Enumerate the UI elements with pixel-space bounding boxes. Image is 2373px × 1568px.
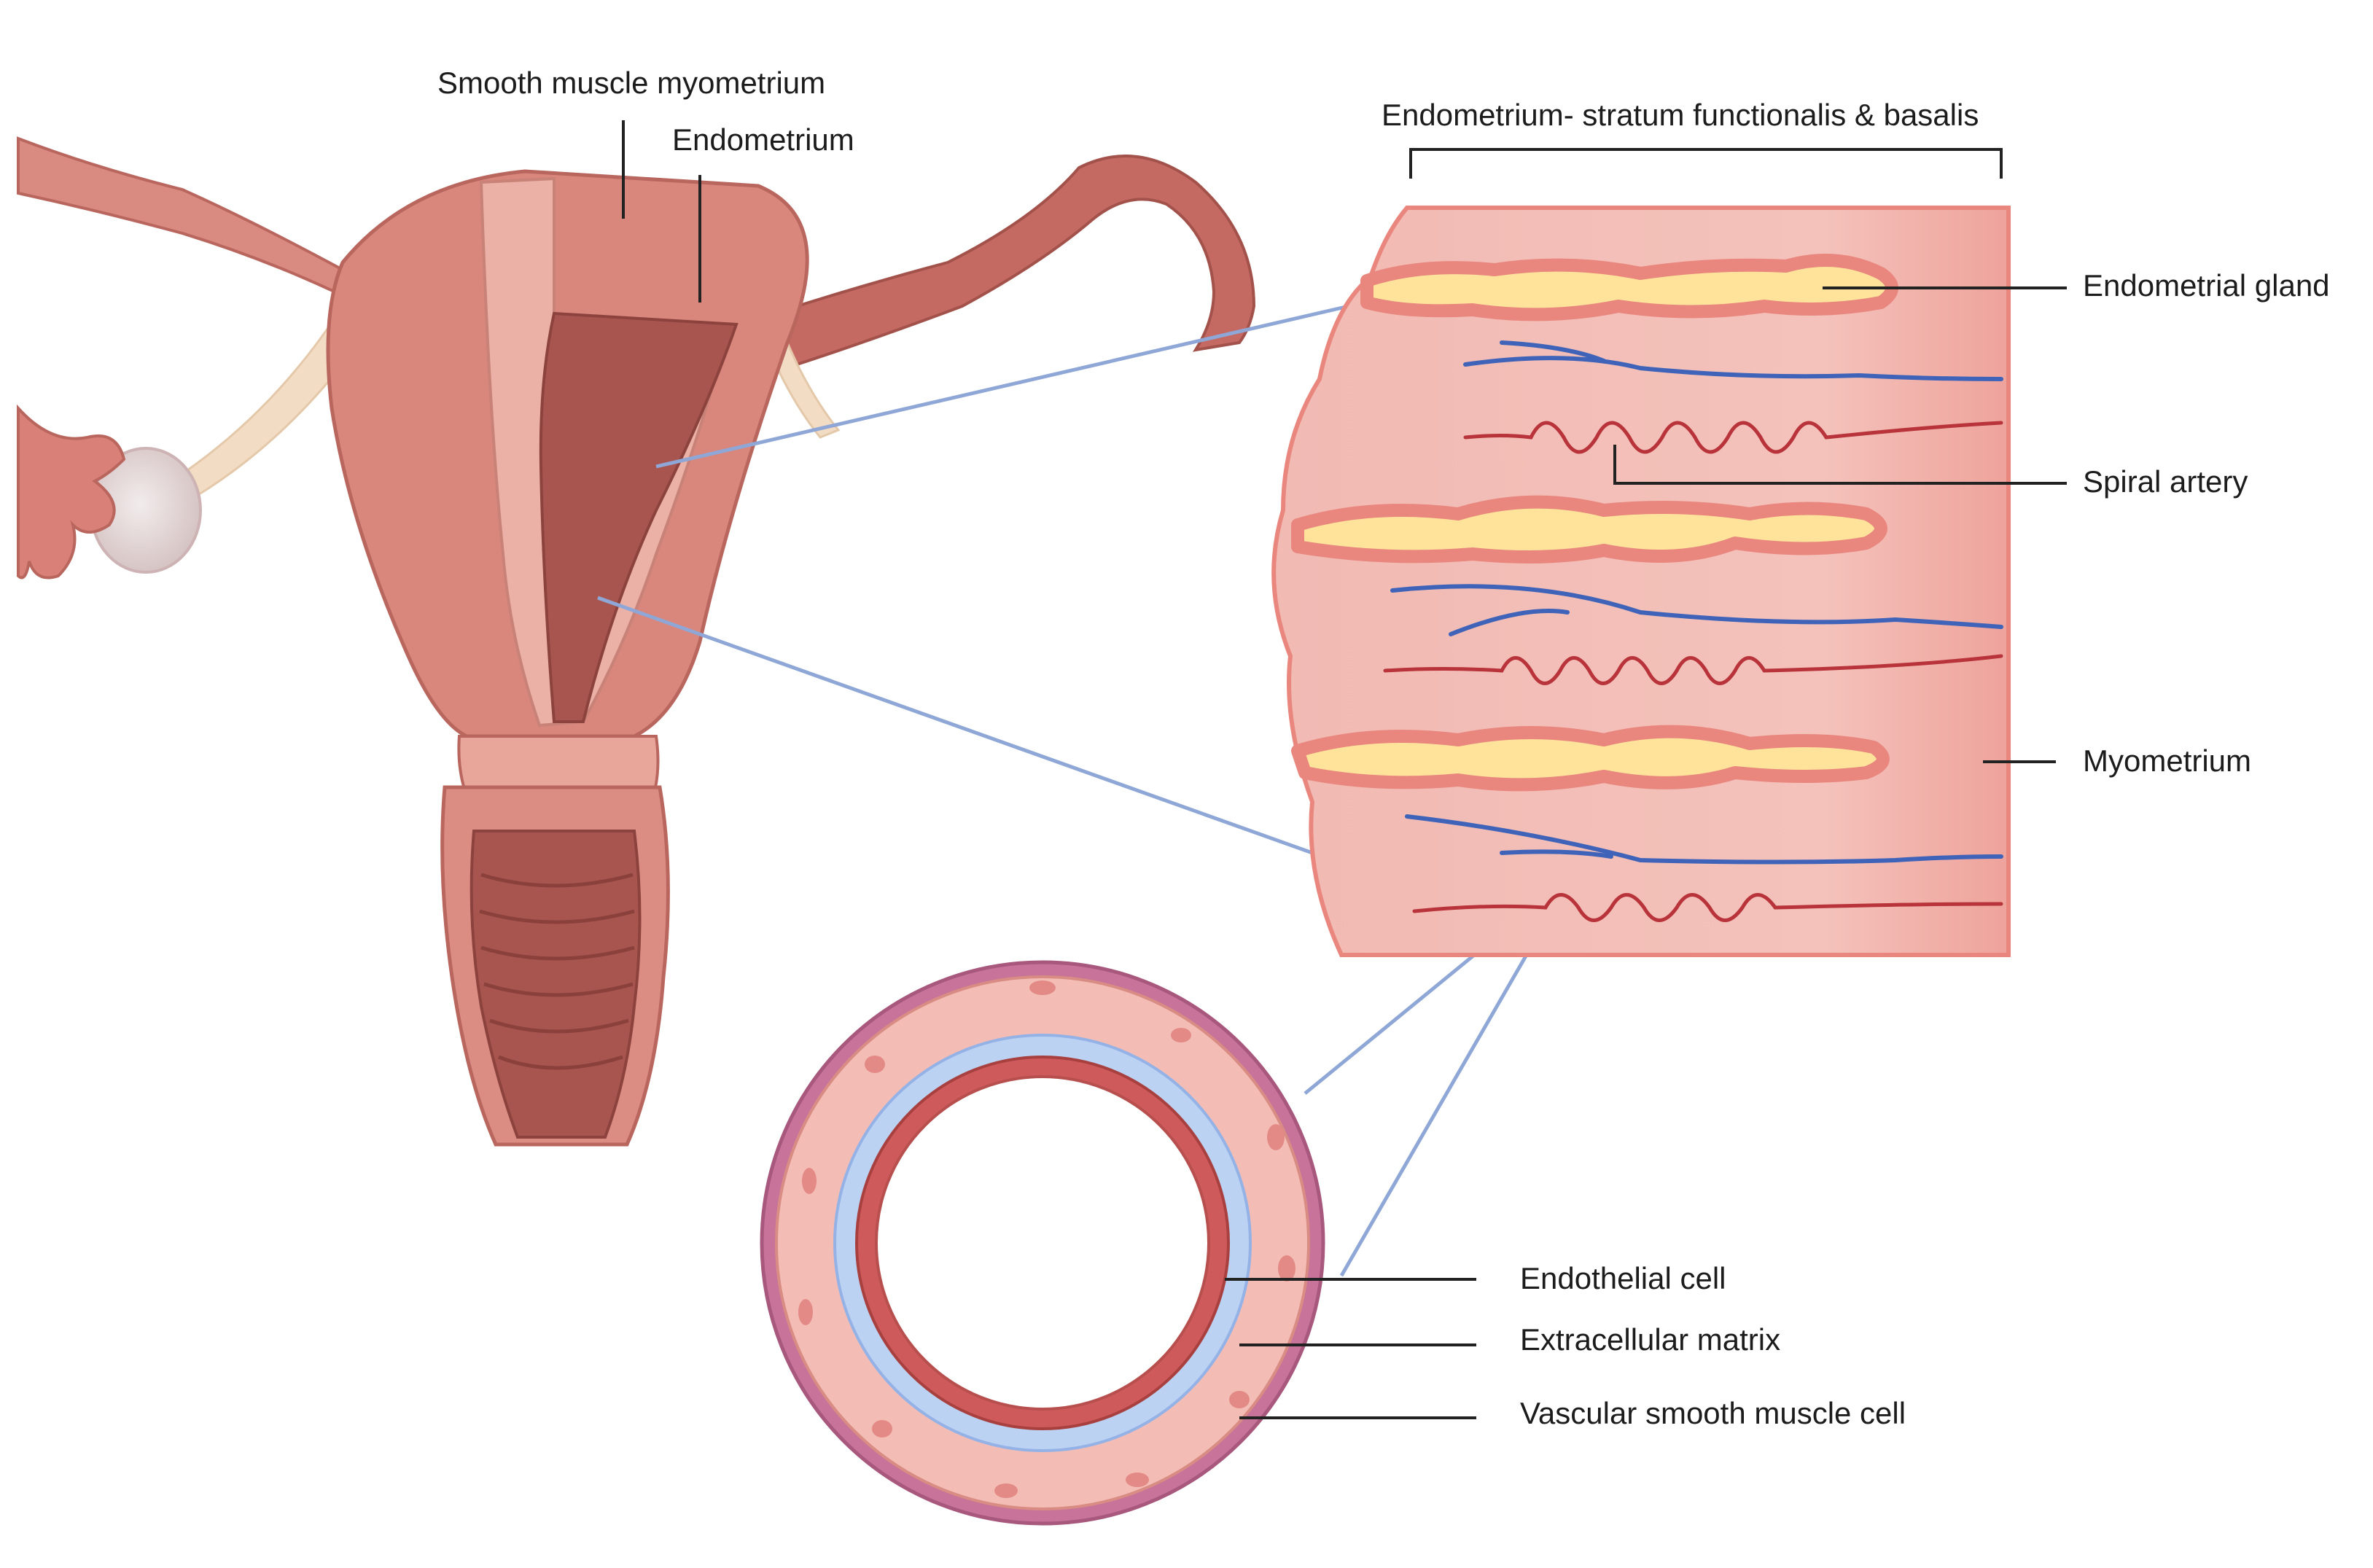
label-spiral-artery: Spiral artery xyxy=(2083,464,2248,499)
gland-3 xyxy=(1298,732,1883,785)
vessel-lumen xyxy=(876,1077,1209,1409)
zoom-line-lower xyxy=(598,598,1312,853)
label-endothelial-cell: Endothelial cell xyxy=(1520,1261,1726,1295)
artery-cross-section xyxy=(762,962,1323,1524)
endometrium-tissue-block xyxy=(1274,208,2008,955)
label-endometrium: Endometrium xyxy=(672,122,854,157)
gland-2 xyxy=(1298,502,1881,557)
label-stratum-bracket: Endometrium- stratum functionalis & basa… xyxy=(1382,98,1979,132)
label-extracellular-matrix: Extracellular matrix xyxy=(1520,1322,1780,1357)
label-endometrial-gland: Endometrial gland xyxy=(2083,268,2330,303)
stratum-bracket xyxy=(1411,149,2001,179)
label-myometrium: Myometrium xyxy=(2083,744,2251,778)
gland-1 xyxy=(1367,260,1892,314)
label-vascular-smooth-muscle-cell: Vascular smooth muscle cell xyxy=(1520,1396,1906,1430)
label-smooth-muscle-myometrium: Smooth muscle myometrium xyxy=(437,66,825,100)
left-fallopian-tube xyxy=(18,139,365,306)
endometrium-section xyxy=(1274,208,2008,955)
